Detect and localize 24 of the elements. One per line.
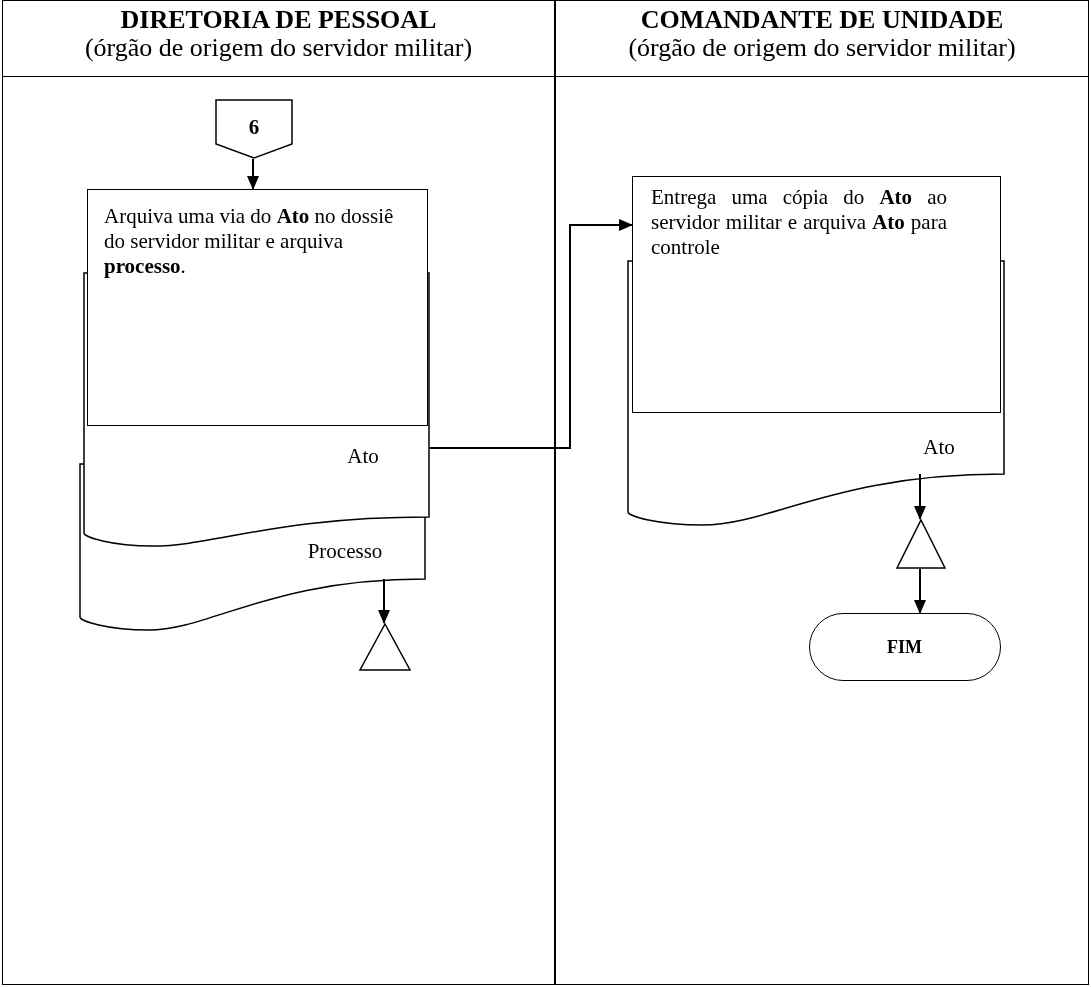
swimlane — [2, 0, 555, 985]
process-text: Arquiva uma via do Ato no dossiê do servidor militar e arquiva processo. — [104, 204, 395, 279]
lane-heading: COMANDANTE DE UNIDADE — [639, 5, 1005, 35]
document-shape — [79, 463, 426, 631]
arrow — [378, 578, 390, 624]
arrow — [914, 473, 926, 520]
lane-subheading: (órgão de origem do servidor militar) — [83, 33, 474, 63]
arrow — [914, 568, 926, 614]
arrow — [247, 158, 259, 190]
lane-subheading: (órgão de origem do servidor militar) — [627, 33, 1017, 63]
process-box — [632, 176, 1001, 413]
triangle-shape — [896, 519, 946, 569]
arrow — [429, 219, 633, 449]
process-box — [87, 189, 428, 426]
off-page-connector — [215, 99, 293, 159]
document-label: Ato — [922, 435, 956, 460]
swimlane — [555, 0, 1089, 985]
document-label: Ato — [346, 444, 380, 469]
terminator-label: FIM — [886, 636, 923, 659]
triangle-shape — [359, 623, 411, 671]
document-label: Processo — [306, 539, 384, 564]
lane-heading: DIRETORIA DE PESSOAL — [119, 5, 438, 35]
process-text: Entrega uma cópia do Ato ao servidor militar e arquiva Ato para controle — [651, 185, 947, 260]
connector-number: 6 — [247, 115, 261, 140]
